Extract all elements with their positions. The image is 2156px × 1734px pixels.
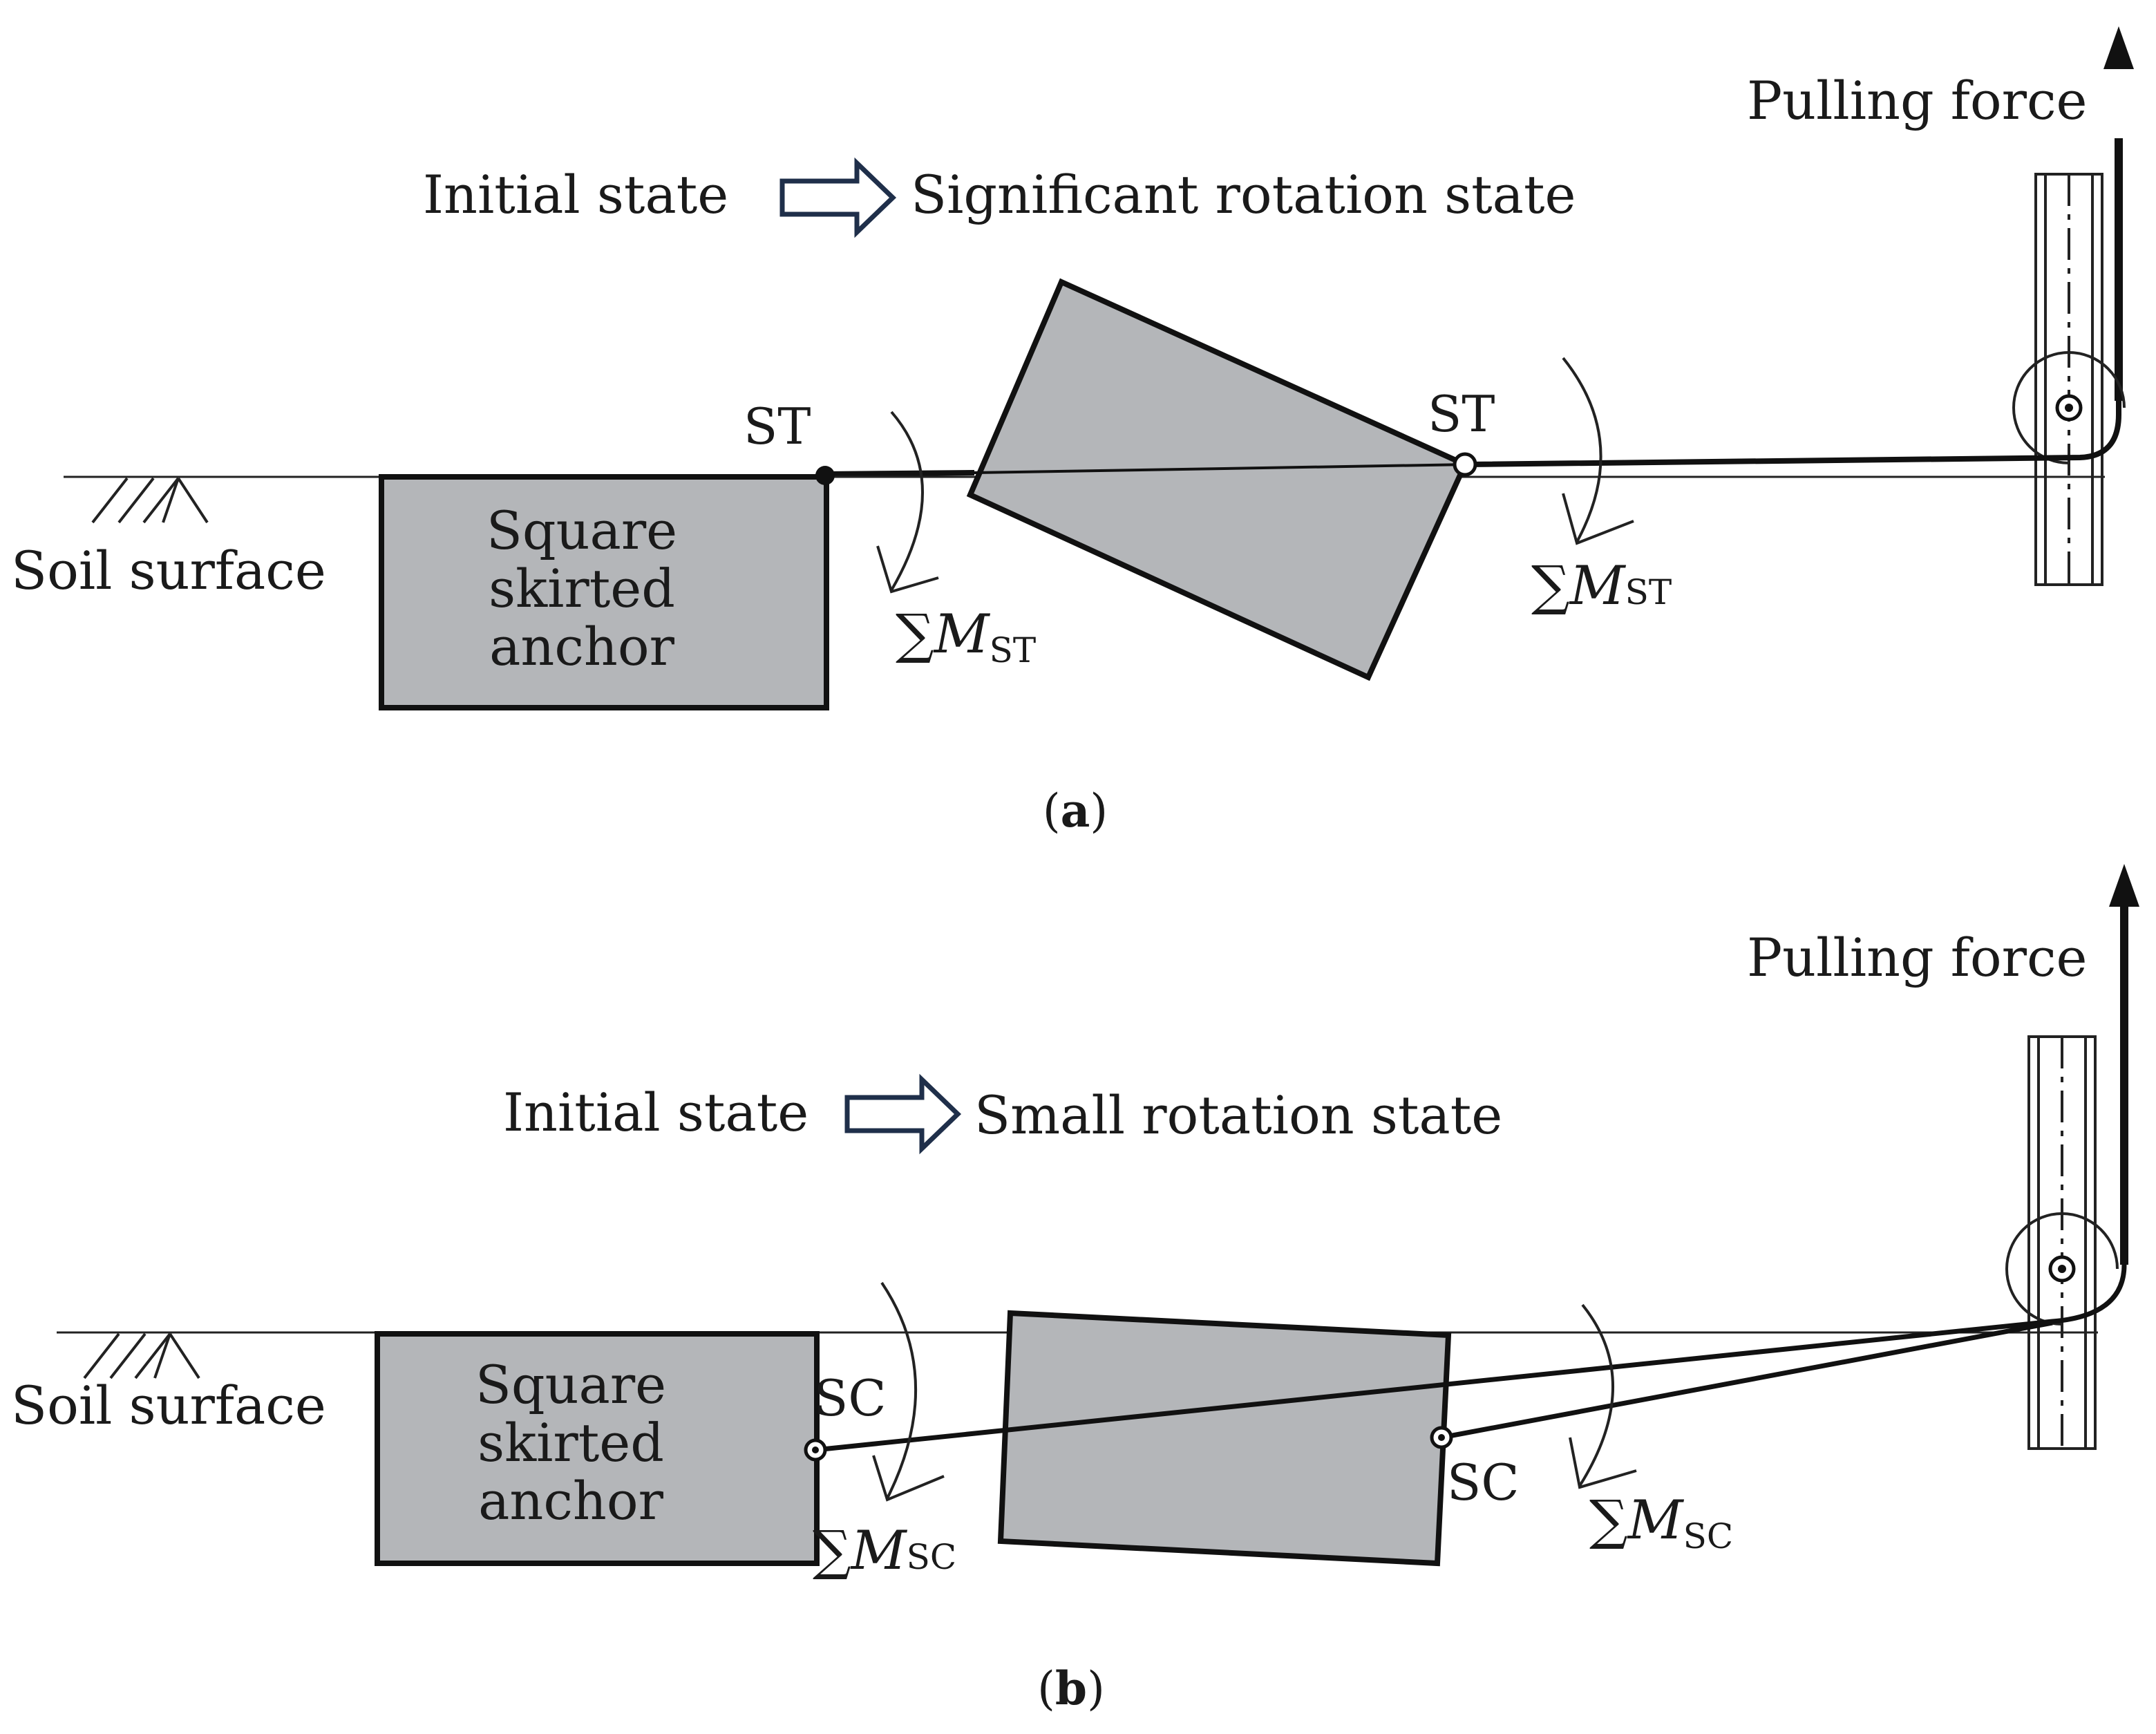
panel-b-moment-right-arrow-icon: [1569, 1303, 1637, 1489]
panel-a-soil-surface-label: Soil surface: [11, 540, 326, 601]
panel-b-soil-hatch-icon: [83, 1332, 200, 1379]
panel-a-final-state-label: Significant rotation state: [911, 164, 1576, 225]
panel-b: Initial state Small rotation state Pulli…: [11, 864, 2139, 1715]
panel-b-initial-state-label: Initial state: [503, 1082, 808, 1143]
panel-a-point-right-marker: [1453, 452, 1477, 477]
panel-a-point-right-label: ST: [1428, 385, 1495, 443]
panel-b-anchor-initial: [375, 1331, 820, 1566]
panel-b-pulling-force-arrow: [2109, 864, 2139, 1265]
panel-a-moment-left-label: ∑MST: [896, 603, 1036, 670]
panel-a-anchor-initial: [379, 474, 829, 710]
panel-a-anchor-label-line3: anchor: [489, 616, 675, 677]
panel-b-transition-arrow: [844, 1073, 962, 1155]
panel-b-point-right-label: SC: [1447, 1453, 1519, 1511]
panel-b-cable: [815, 1264, 2127, 1453]
panel-a-anchor-label-line2: skirted: [489, 558, 675, 619]
panel-a-soil-hatch-icon: [91, 477, 209, 524]
panel-b-moment-left-label: ∑MSC: [813, 1520, 956, 1582]
panel-a-point-left-marker: [815, 466, 835, 485]
panel-b-moment-left-arrow-icon: [872, 1281, 945, 1502]
panel-a-moment-left-arrow-icon: [876, 411, 939, 594]
panel-b-anchor-label-line1: Square: [475, 1354, 666, 1415]
panel-a-transition-arrow: [779, 157, 897, 238]
panel-a-point-left-label: ST: [744, 397, 811, 455]
panel-b-anchor-rotated: [997, 1310, 1452, 1567]
panel-b-final-state-label: Small rotation state: [974, 1084, 1502, 1146]
panel-a-moment-right-arrow-icon: [1562, 357, 1634, 545]
panel-b-pulley-frame: [2005, 1035, 2119, 1450]
panel-b-moment-right-label: ∑MSC: [1589, 1489, 1733, 1556]
panel-b-pulley-pin-icon: [2048, 1255, 2076, 1283]
panel-b-point-left-label: SC: [814, 1369, 886, 1427]
panel-b-anchor-label-line3: anchor: [478, 1470, 664, 1532]
panel-a-anchor-label-line1: Square: [486, 500, 677, 561]
panel-a-initial-state-label: Initial state: [423, 164, 728, 225]
panel-b-caption: (b): [1037, 1661, 1105, 1715]
panel-a-pulley-pin-icon: [2055, 394, 2083, 422]
panel-b-pulling-force-label: Pulling force: [1747, 927, 2088, 988]
panel-a-moment-right-label: ∑MST: [1531, 555, 1672, 617]
panel-a-pulling-force-label: Pulling force: [1747, 70, 2088, 131]
panel-a-pulling-force-arrow: [2103, 26, 2134, 401]
panel-b-anchor-label-line2: skirted: [477, 1412, 664, 1473]
panel-a-caption: (a): [1043, 784, 1108, 838]
panel-b-point-right-marker: [1430, 1426, 1453, 1449]
panel-b-point-left-marker: [804, 1438, 827, 1462]
panel-a-anchor-rotated: [966, 278, 1469, 681]
panel-b-soil-surface-label: Soil surface: [11, 1375, 326, 1436]
panel-a-cable: [826, 401, 2121, 477]
panel-a-pulley-frame: [2012, 173, 2126, 586]
panel-a: Initial state Significant rotation state…: [11, 26, 2134, 838]
panel-a-cable-over-anchor: [974, 463, 1470, 474]
